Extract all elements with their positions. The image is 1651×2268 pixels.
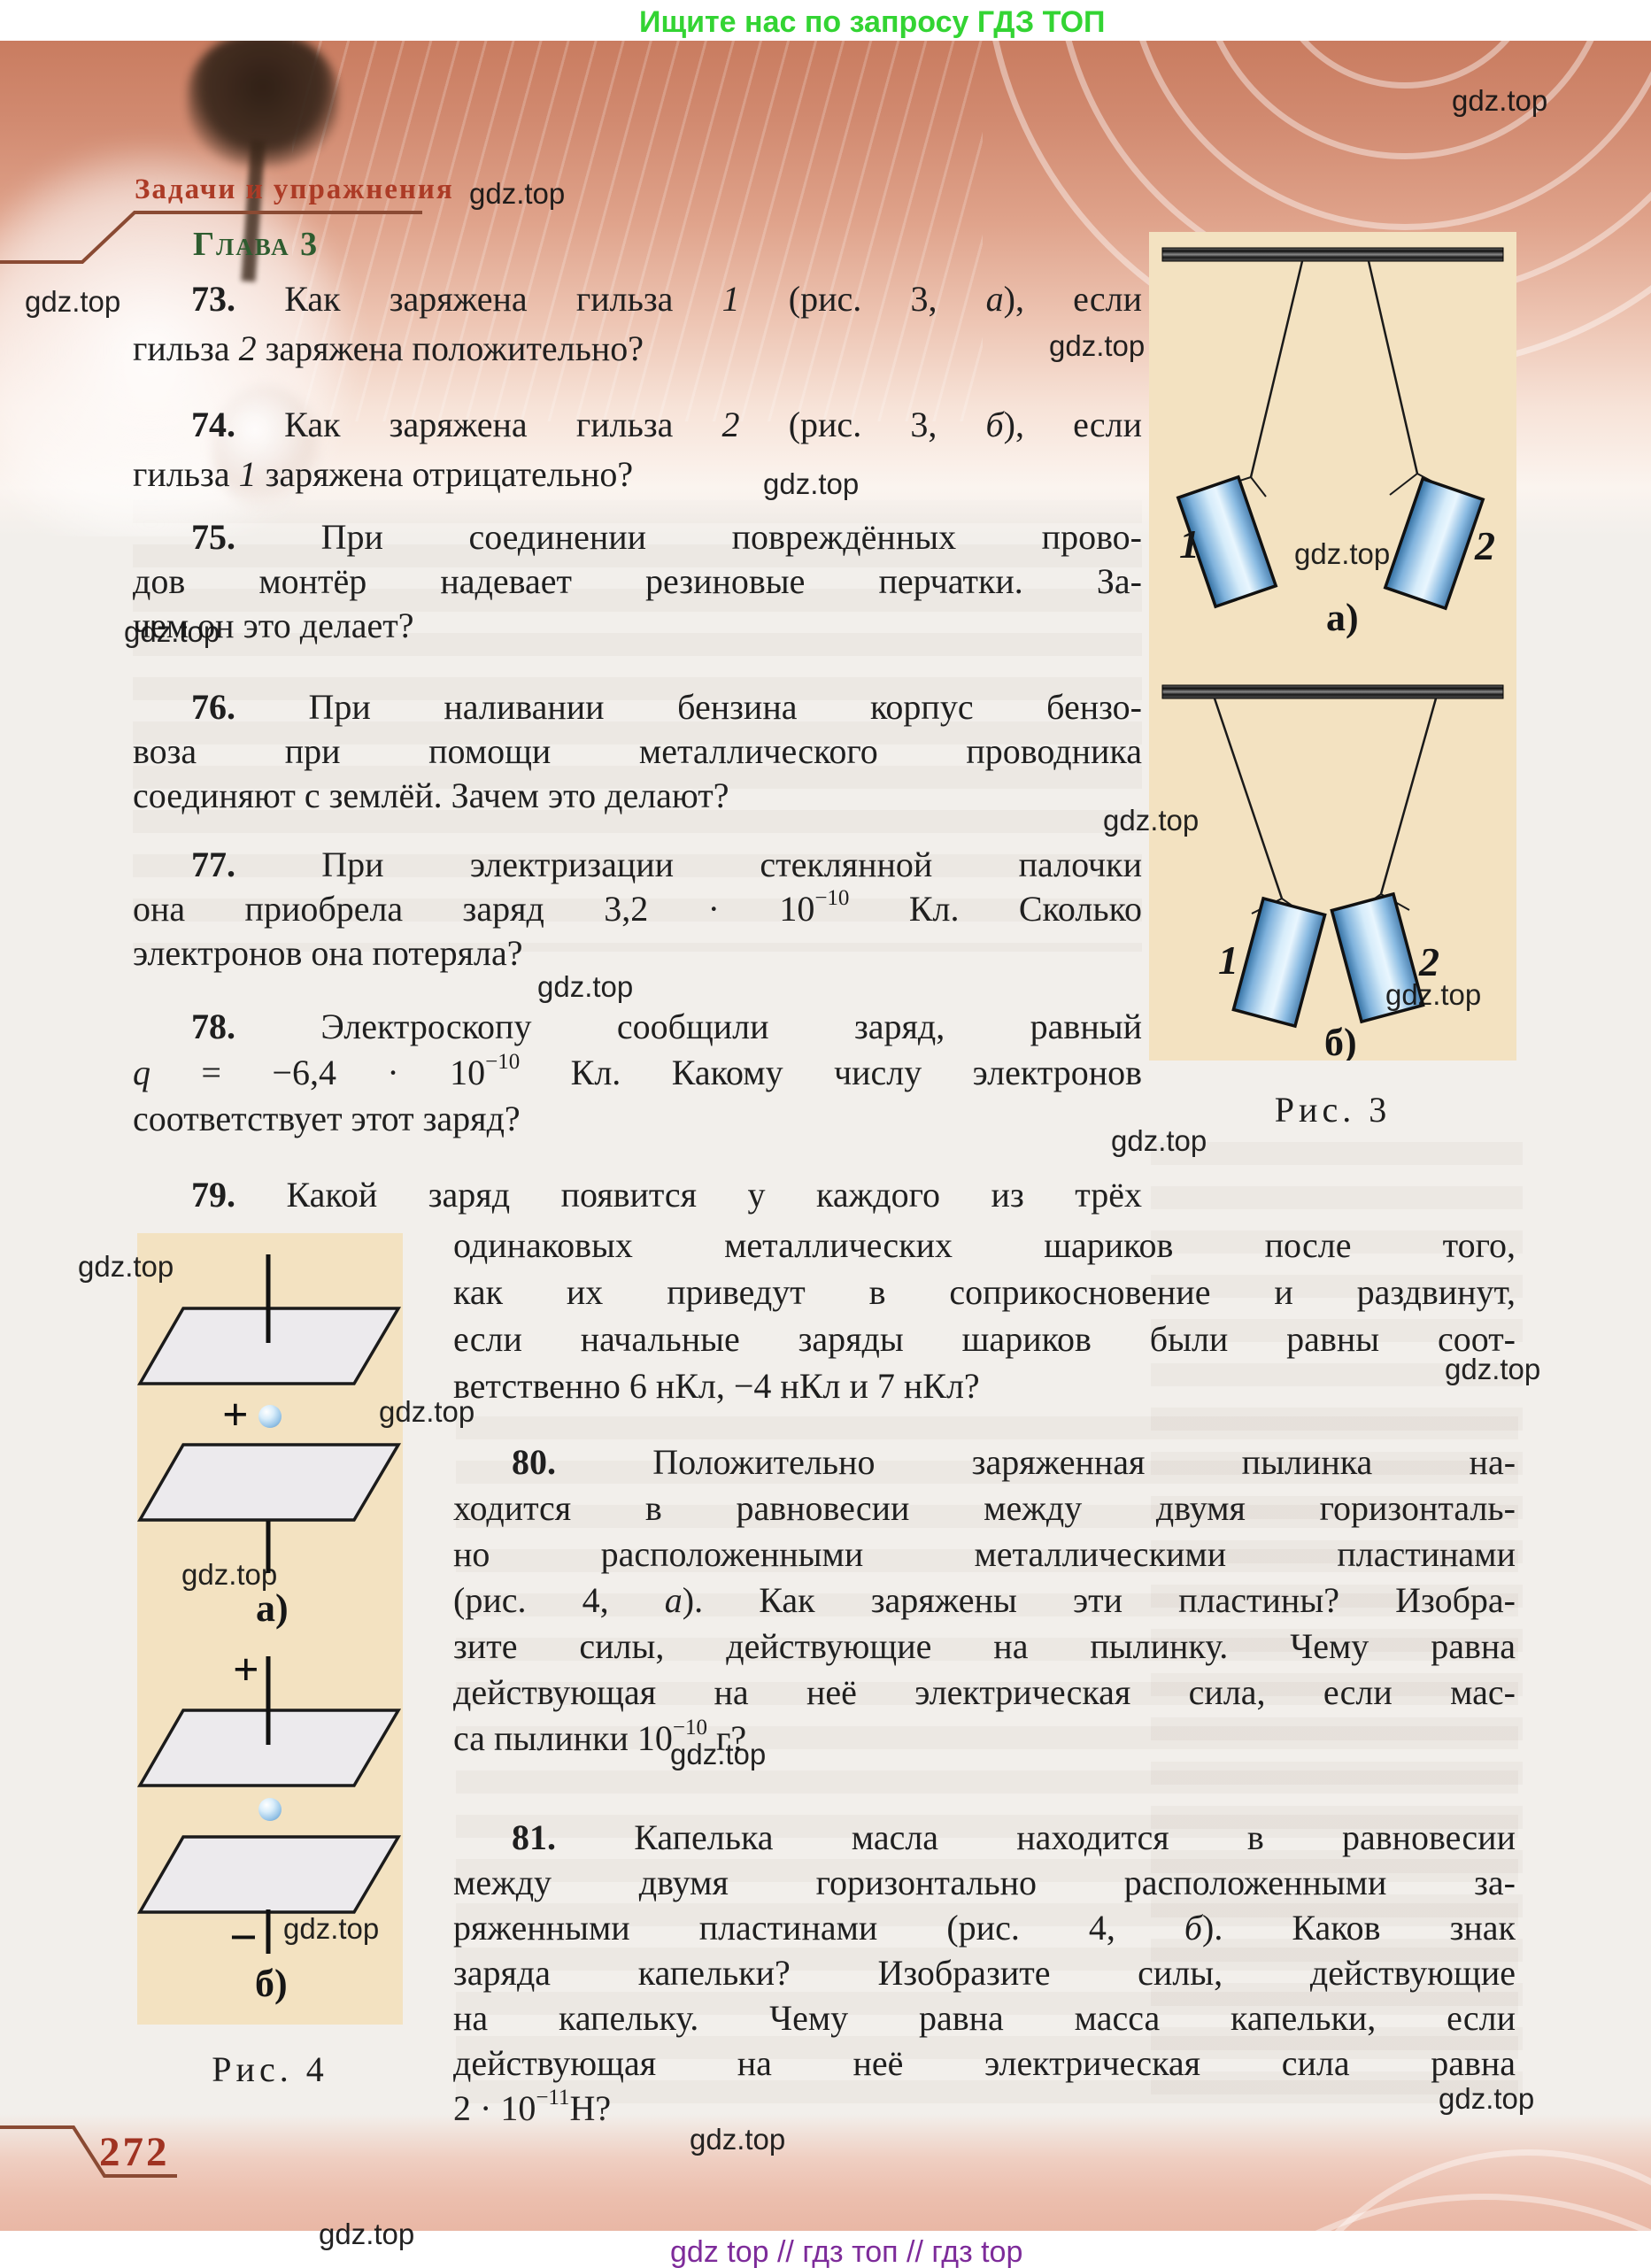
thread-line (1249, 260, 1419, 478)
footer-decoration (0, 2114, 1651, 2231)
text-line: дов монтёр надевает резиновые перчатки. … (133, 561, 1142, 601)
cylinder-label-1a: 1 (1179, 521, 1200, 567)
gdz-watermark: gdz.top (1294, 537, 1391, 570)
cylinder-label-2a: 2 (1474, 523, 1495, 568)
text-line: 81. Капелька масла находится в равновеси… (512, 1817, 1516, 1857)
figure-4-drawing: + а) + − б) (136, 1254, 402, 2005)
text-line: гильза 2 заряжена положительно? (133, 328, 644, 368)
header-decoration (0, 41, 1651, 536)
gdz-watermark: gdz.top (1385, 978, 1482, 1011)
figure-3-drawing: 1 2 а) 1 2 б) (1161, 247, 1504, 1064)
text-line: 74. Как заряжена гильза 2 (рис. 3, б), е… (191, 405, 1142, 444)
gdz-watermark: gdz.top (124, 615, 220, 648)
cylinder-label-1b: 1 (1218, 937, 1238, 983)
text-line: 73. Как заряжена гильза 1 (рис. 3, а), е… (191, 279, 1142, 319)
test-cylinder-1a (1176, 474, 1278, 609)
gdz-watermark: gdz.top (690, 2123, 786, 2156)
section-title: Задачи и упражнения (135, 174, 454, 205)
text-line: (рис. 4, а). Как заряжены эти пластины? … (453, 1580, 1516, 1620)
support-bar (1161, 684, 1504, 699)
text-line: 77. При электризации стеклянной палочки (191, 845, 1143, 884)
gdz-watermark: gdz.top (763, 467, 860, 500)
test-cylinder-2b (1330, 891, 1425, 1024)
text-line: 78. Электроскопу сообщили заряд, равный (191, 1007, 1143, 1046)
plate-sign-minus: − (229, 1910, 258, 1965)
gdz-watermark: gdz.top (670, 1738, 767, 1770)
gdz-watermark: gdz.top (537, 970, 634, 1003)
gdz-watermark: gdz.top (379, 1395, 475, 1428)
text-line: ряженными пластинами (рис. 4, б). Каков … (453, 1908, 1516, 1948)
figure-3-caption: Рис. 3 (1274, 1090, 1392, 1130)
gdz-watermark: gdz.top (1439, 2082, 1535, 2115)
text-line: чем он это делает? (133, 606, 414, 645)
capacitor-plate-bottom-a (136, 1443, 402, 1522)
test-cylinder-2a (1383, 476, 1485, 611)
text-line: как их приведут в соприкосновение и разд… (453, 1272, 1516, 1312)
text-line: одинаковых металлических шариков после т… (453, 1225, 1516, 1265)
promo-banner: Ищите нас по запросу ГДЗ ТОП (0, 0, 1651, 41)
text-line: но расположенными металлическими пластин… (453, 1534, 1516, 1574)
gdz-watermark: gdz.top (469, 177, 566, 210)
capacitor-plate-bottom-b (136, 1835, 402, 1914)
text-line: воза при помощи металлического проводник… (133, 731, 1142, 771)
text-line: действующая на неё электрическая сила ра… (453, 2043, 1516, 2083)
text-line: q = −6,4 · 10−10 Кл. Какому числу электр… (133, 1049, 1142, 1092)
text-line: зите силы, действующие на пылинку. Чему … (453, 1626, 1516, 1666)
text-line: 76. При наливании бензина корпус бензо- (191, 687, 1142, 727)
electroscope-bulb-photo (212, 386, 319, 510)
panel-a-label: а) (256, 1586, 289, 1630)
capacitor-plate-top-a (136, 1307, 402, 1385)
text-line: между двумя горизонтально расположенными… (453, 1863, 1516, 1902)
footer: gdz top // гдз топ // гдз top (0, 2231, 1651, 2268)
footer-links[interactable]: gdz top // гдз топ // гдз top (670, 2235, 1023, 2268)
cylinder-label-2b: 2 (1418, 939, 1439, 984)
text-line: соответствует этот заряд? (133, 1099, 521, 1138)
text-line: заряда капельки? Изобразите силы, действ… (453, 1953, 1516, 1993)
text-line: электронов она потеряла? (133, 933, 523, 973)
text-line: если начальные заряды шариков были равны… (453, 1319, 1516, 1359)
text-line: соединяют с землёй. Зачем это делают? (133, 775, 729, 815)
text-line: на капельку. Чему равна масса капельки, … (453, 1998, 1516, 2038)
text-line: она приобрела заряд 3,2 · 10−10 Кл. Скол… (133, 885, 1142, 929)
text-line: ветственно 6 нКл, −4 нКл и 7 нКл? (453, 1366, 980, 1406)
page-number: 272 (99, 2129, 170, 2175)
page-number-rule (0, 2125, 177, 2178)
text-line: са пылинки 10−10 г? (453, 1715, 747, 1758)
capacitor-plate-top-b (136, 1709, 402, 1787)
panel-a-label: а) (1326, 596, 1359, 639)
figure-3: 1 2 а) 1 2 б) (1149, 232, 1516, 1064)
gdz-watermark: gdz.top (1445, 1353, 1541, 1385)
gdz-watermark: gdz.top (319, 2218, 415, 2250)
plate-sign-plus: + (233, 1645, 259, 1695)
promo-banner-text: Ищите нас по запросу ГДЗ ТОП (639, 5, 1106, 39)
gdz-watermark: gdz.top (1049, 329, 1146, 362)
text-line: гильза 1 заряжена отрицательно? (133, 454, 634, 494)
panel-b-label: б) (1324, 1021, 1357, 1061)
support-bar (1161, 247, 1504, 262)
gdz-watermark: gdz.top (1111, 1124, 1207, 1157)
dust-particle-sign: + (222, 1390, 249, 1440)
gdz-watermark: gdz.top (181, 1558, 278, 1591)
test-cylinder-1b (1231, 896, 1327, 1029)
gdz-watermark: gdz.top (1103, 804, 1200, 837)
gdz-watermark: gdz.top (283, 1912, 380, 1945)
decor-hatch (292, 41, 983, 421)
oil-droplet (258, 1798, 282, 1821)
text-line: 79. Какой заряд появится у каждого из тр… (191, 1175, 1142, 1215)
chapter-heading: Глава 3 (193, 226, 320, 263)
header-rule (0, 211, 422, 264)
gdz-watermark: gdz.top (25, 285, 121, 318)
figure-4: + а) + − б) (136, 1233, 403, 2025)
gdz-watermark: gdz.top (78, 1250, 174, 1283)
figure-4-caption: Рис. 4 (212, 2049, 328, 2089)
text-line: 75. При соединении повреждённых прово- (191, 517, 1143, 557)
dust-particle (258, 1405, 282, 1428)
thread-line (1213, 698, 1438, 899)
text-line: ходится в равновесии между двумя горизон… (453, 1488, 1516, 1528)
text-line: 80. Положительно заряженная пылинка на- (512, 1442, 1516, 1482)
text-line: действующая на неё электрическая сила, е… (453, 1672, 1516, 1712)
panel-b-label: б) (255, 1962, 288, 2005)
gdz-watermark: gdz.top (1452, 84, 1548, 117)
